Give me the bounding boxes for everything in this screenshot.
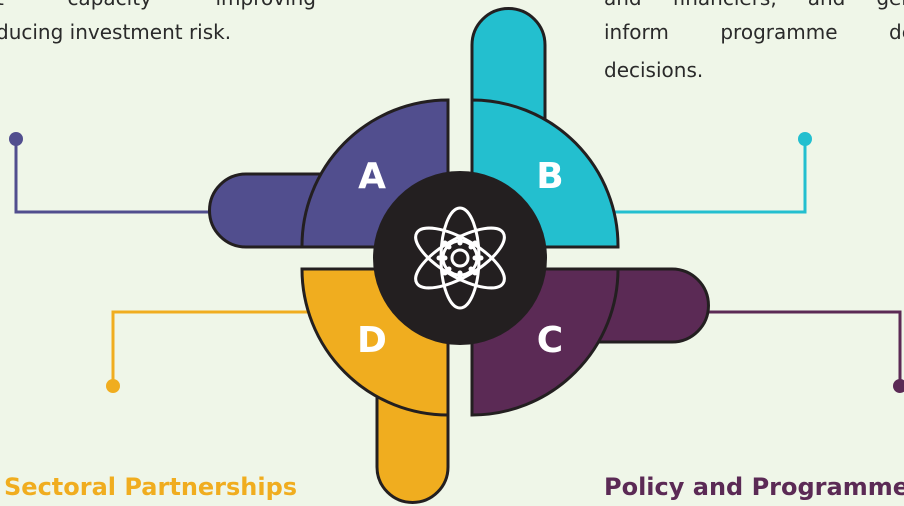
left-text-line-2: ducing investment risk. [0, 20, 232, 44]
right-word-4: gen [876, 0, 904, 10]
segment-b-letter: B [536, 156, 563, 197]
center-hub [373, 171, 547, 345]
right-word-1: and [604, 0, 642, 10]
connector-c [700, 310, 904, 393]
segment-c-letter: C [537, 320, 563, 361]
left-word-2: capacity [67, 0, 151, 10]
connector-a [9, 132, 214, 214]
connector-d [106, 310, 312, 393]
right-word-5: inform [604, 20, 669, 44]
heading-sectoral-partnerships: Sectoral Partnerships [4, 473, 298, 501]
right-text-line-3: decisions. [604, 58, 704, 82]
right-text-line-2: inform programme de [604, 16, 904, 49]
connector-b [612, 132, 812, 214]
right-word-3: and [808, 0, 846, 10]
segment-d-letter: D [357, 320, 387, 361]
left-word-1: t [0, 0, 4, 10]
right-word-6: programme [720, 20, 838, 44]
right-text-line-1: and financiers, and gen [604, 0, 904, 15]
left-word-3: improving [215, 0, 316, 10]
right-word-2: financiers, [673, 0, 777, 10]
left-text-line-1: t capacity improving [0, 0, 316, 15]
right-word-7: de [889, 20, 904, 44]
segment-a-letter: A [358, 156, 386, 197]
heading-policy-and-programme: Policy and Programme [604, 473, 904, 501]
atom-gear-icon [414, 206, 506, 310]
